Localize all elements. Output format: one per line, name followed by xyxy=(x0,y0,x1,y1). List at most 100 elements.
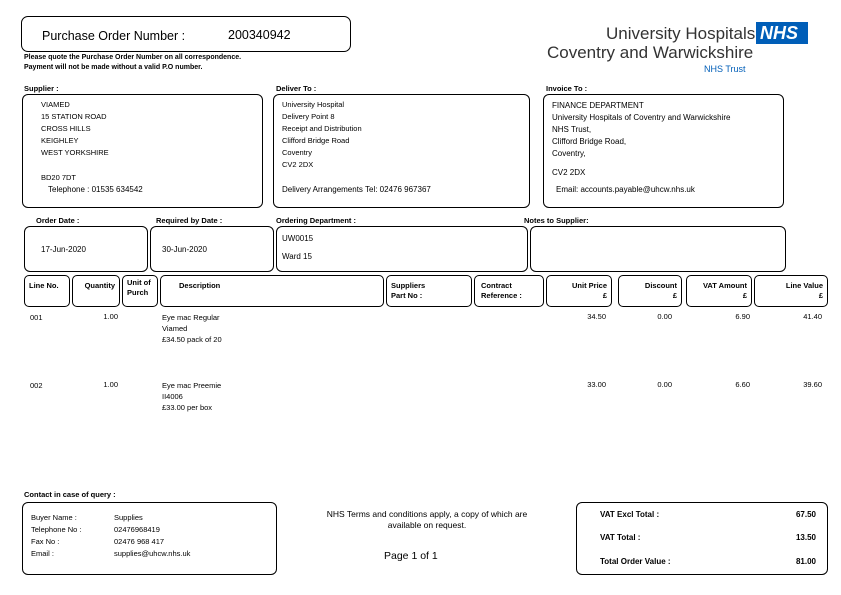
telephone-value: 02476968419 xyxy=(114,525,160,534)
col-vat-amount-2: £ xyxy=(742,291,747,300)
col-line-value-1: Line Value xyxy=(785,281,823,290)
row-unit-price: 33.00 xyxy=(587,380,606,389)
supplier-line: KEIGHLEY xyxy=(41,136,79,145)
po-number-box: Purchase Order Number : 200340942 xyxy=(21,16,351,52)
vat-excl-value: 67.50 xyxy=(795,510,816,519)
col-vat-amount: VAT Amount £ xyxy=(686,275,752,307)
dept-code: UW0015 xyxy=(282,234,314,243)
order-date-label: Order Date : xyxy=(36,216,80,225)
notes-box xyxy=(530,226,786,272)
invoice-address: FINANCE DEPARTMENT University Hospitals … xyxy=(552,100,730,160)
row-line-value: 41.40 xyxy=(803,312,822,321)
totals-box xyxy=(576,502,828,575)
supplier-line: CROSS HILLS xyxy=(41,124,91,133)
supplier-box xyxy=(22,94,263,208)
required-date-box xyxy=(150,226,274,272)
deliver-line: Receipt and Distribution xyxy=(282,124,362,133)
vat-excl-label: VAT Excl Total : xyxy=(600,510,660,519)
col-unit-label-2: Purch xyxy=(127,288,149,297)
row-desc-line: Eye mac Regular xyxy=(162,313,220,322)
col-contract-1: Contract xyxy=(481,281,512,290)
vat-total-value: 13.50 xyxy=(795,533,816,542)
delivery-arrangements: Delivery Arrangements Tel: 02476 967367 xyxy=(282,185,431,194)
contact-labels: Buyer Name : Telephone No : Fax No : Ema… xyxy=(31,512,81,560)
nhs-badge-text: NHS xyxy=(760,23,799,43)
col-discount-2: £ xyxy=(672,291,677,300)
supplier-address: VIAMED 15 STATION ROAD CROSS HILLS KEIGH… xyxy=(41,99,109,159)
col-line-value-2: £ xyxy=(818,291,823,300)
nhs-trust-label: NHS Trust xyxy=(704,64,746,74)
col-supplier-part: Suppliers Part No : xyxy=(386,275,472,307)
supplier-postcode: BD20 7DT xyxy=(41,173,77,182)
col-line-value: Line Value £ xyxy=(754,275,828,307)
nhs-logo: University Hospitals Coventry and Warwic… xyxy=(540,18,830,76)
row-line-value: 39.60 xyxy=(803,380,822,389)
order-date-value: 17-Jun-2020 xyxy=(41,245,86,254)
col-supplier-part-1: Suppliers xyxy=(391,281,426,290)
deliver-line: University Hospital xyxy=(282,100,345,109)
row-quantity: 1.00 xyxy=(103,312,118,321)
deliver-box xyxy=(273,94,530,208)
po-number-label: Purchase Order Number : xyxy=(42,29,186,43)
col-unit: Unit of Purch xyxy=(122,275,158,307)
supplier-telephone: Telephone : 01535 634542 xyxy=(48,185,143,194)
invoice-email: Email: accounts.payable@uhcw.nhs.uk xyxy=(556,185,695,194)
dept-name: Ward 15 xyxy=(282,252,312,261)
terms-line-2: available on request. xyxy=(387,520,467,530)
invoice-line: NHS Trust, xyxy=(552,125,592,134)
row-desc-line: £34.50 pack of 20 xyxy=(162,335,222,344)
supplier-line: 15 STATION ROAD xyxy=(41,112,107,121)
row-line-no: 002 xyxy=(30,381,43,390)
fax-value: 02476 968 417 xyxy=(114,537,165,546)
row-quantity: 1.00 xyxy=(103,380,118,389)
invoice-line: Clifford Bridge Road, xyxy=(552,137,627,146)
order-total-value: 81.00 xyxy=(795,557,816,566)
deliver-address: University Hospital Delivery Point 8 Rec… xyxy=(282,99,362,171)
required-date-label: Required by Date : xyxy=(156,216,223,225)
invoice-box xyxy=(543,94,784,208)
row-desc-line: Eye mac Preemie xyxy=(162,381,222,390)
vat-total-label: VAT Total : xyxy=(600,533,641,542)
telephone-label: Telephone No : xyxy=(31,525,82,534)
col-quantity-label: Quantity xyxy=(84,281,115,290)
col-description: Description xyxy=(160,275,384,307)
nhs-badge: NHS xyxy=(756,22,808,44)
order-total-label: Total Order Value : xyxy=(600,557,671,566)
col-description-label: Description xyxy=(179,281,221,290)
deliver-line: Delivery Point 8 xyxy=(282,112,335,121)
col-discount: Discount £ xyxy=(618,275,682,307)
deliver-line: CV2 2DX xyxy=(282,160,314,169)
deliver-label: Deliver To : xyxy=(276,84,317,93)
col-unit-price-2: £ xyxy=(602,291,607,300)
row-desc-line: Viamed xyxy=(162,324,188,333)
col-discount-1: Discount xyxy=(644,281,677,290)
payment-notice: Payment will not be made without a valid… xyxy=(24,64,203,71)
invoice-postcode: CV2 2DX xyxy=(552,168,586,177)
col-unit-price-1: Unit Price xyxy=(571,281,607,290)
col-line-no: Line No. xyxy=(24,275,70,307)
fax-label: Fax No : xyxy=(31,537,60,546)
row-discount: 0.00 xyxy=(657,380,672,389)
buyer-name-label: Buyer Name : xyxy=(31,513,77,522)
row-description: Eye mac Regular Viamed £34.50 pack of 20 xyxy=(162,312,222,345)
invoice-line: University Hospitals of Coventry and War… xyxy=(552,113,731,122)
logo-line-1: University Hospitals xyxy=(606,24,756,43)
contact-label: Contact in case of query : xyxy=(24,490,116,499)
row-desc-line: £33.00 per box xyxy=(162,403,213,412)
supplier-label: Supplier : xyxy=(24,84,59,93)
row-discount: 0.00 xyxy=(657,312,672,321)
invoice-line: Coventry, xyxy=(552,149,586,158)
col-supplier-part-2: Part No : xyxy=(391,291,423,300)
row-line-no: 001 xyxy=(30,313,43,322)
col-contract: Contract Reference : xyxy=(474,275,544,307)
col-unit-label-1: Unit of xyxy=(127,278,151,287)
deliver-line: Coventry xyxy=(282,148,313,157)
row-vat: 6.90 xyxy=(735,312,750,321)
supplier-line: VIAMED xyxy=(41,100,70,109)
supplier-line: WEST YORKSHIRE xyxy=(41,148,109,157)
required-date-value: 30-Jun-2020 xyxy=(162,245,207,254)
terms-line-1: NHS Terms and conditions apply, a copy o… xyxy=(326,509,528,519)
invoice-line: FINANCE DEPARTMENT xyxy=(552,101,644,110)
email-label: Email : xyxy=(31,549,54,558)
contact-values: Supplies 02476968419 02476 968 417 suppl… xyxy=(114,512,190,560)
